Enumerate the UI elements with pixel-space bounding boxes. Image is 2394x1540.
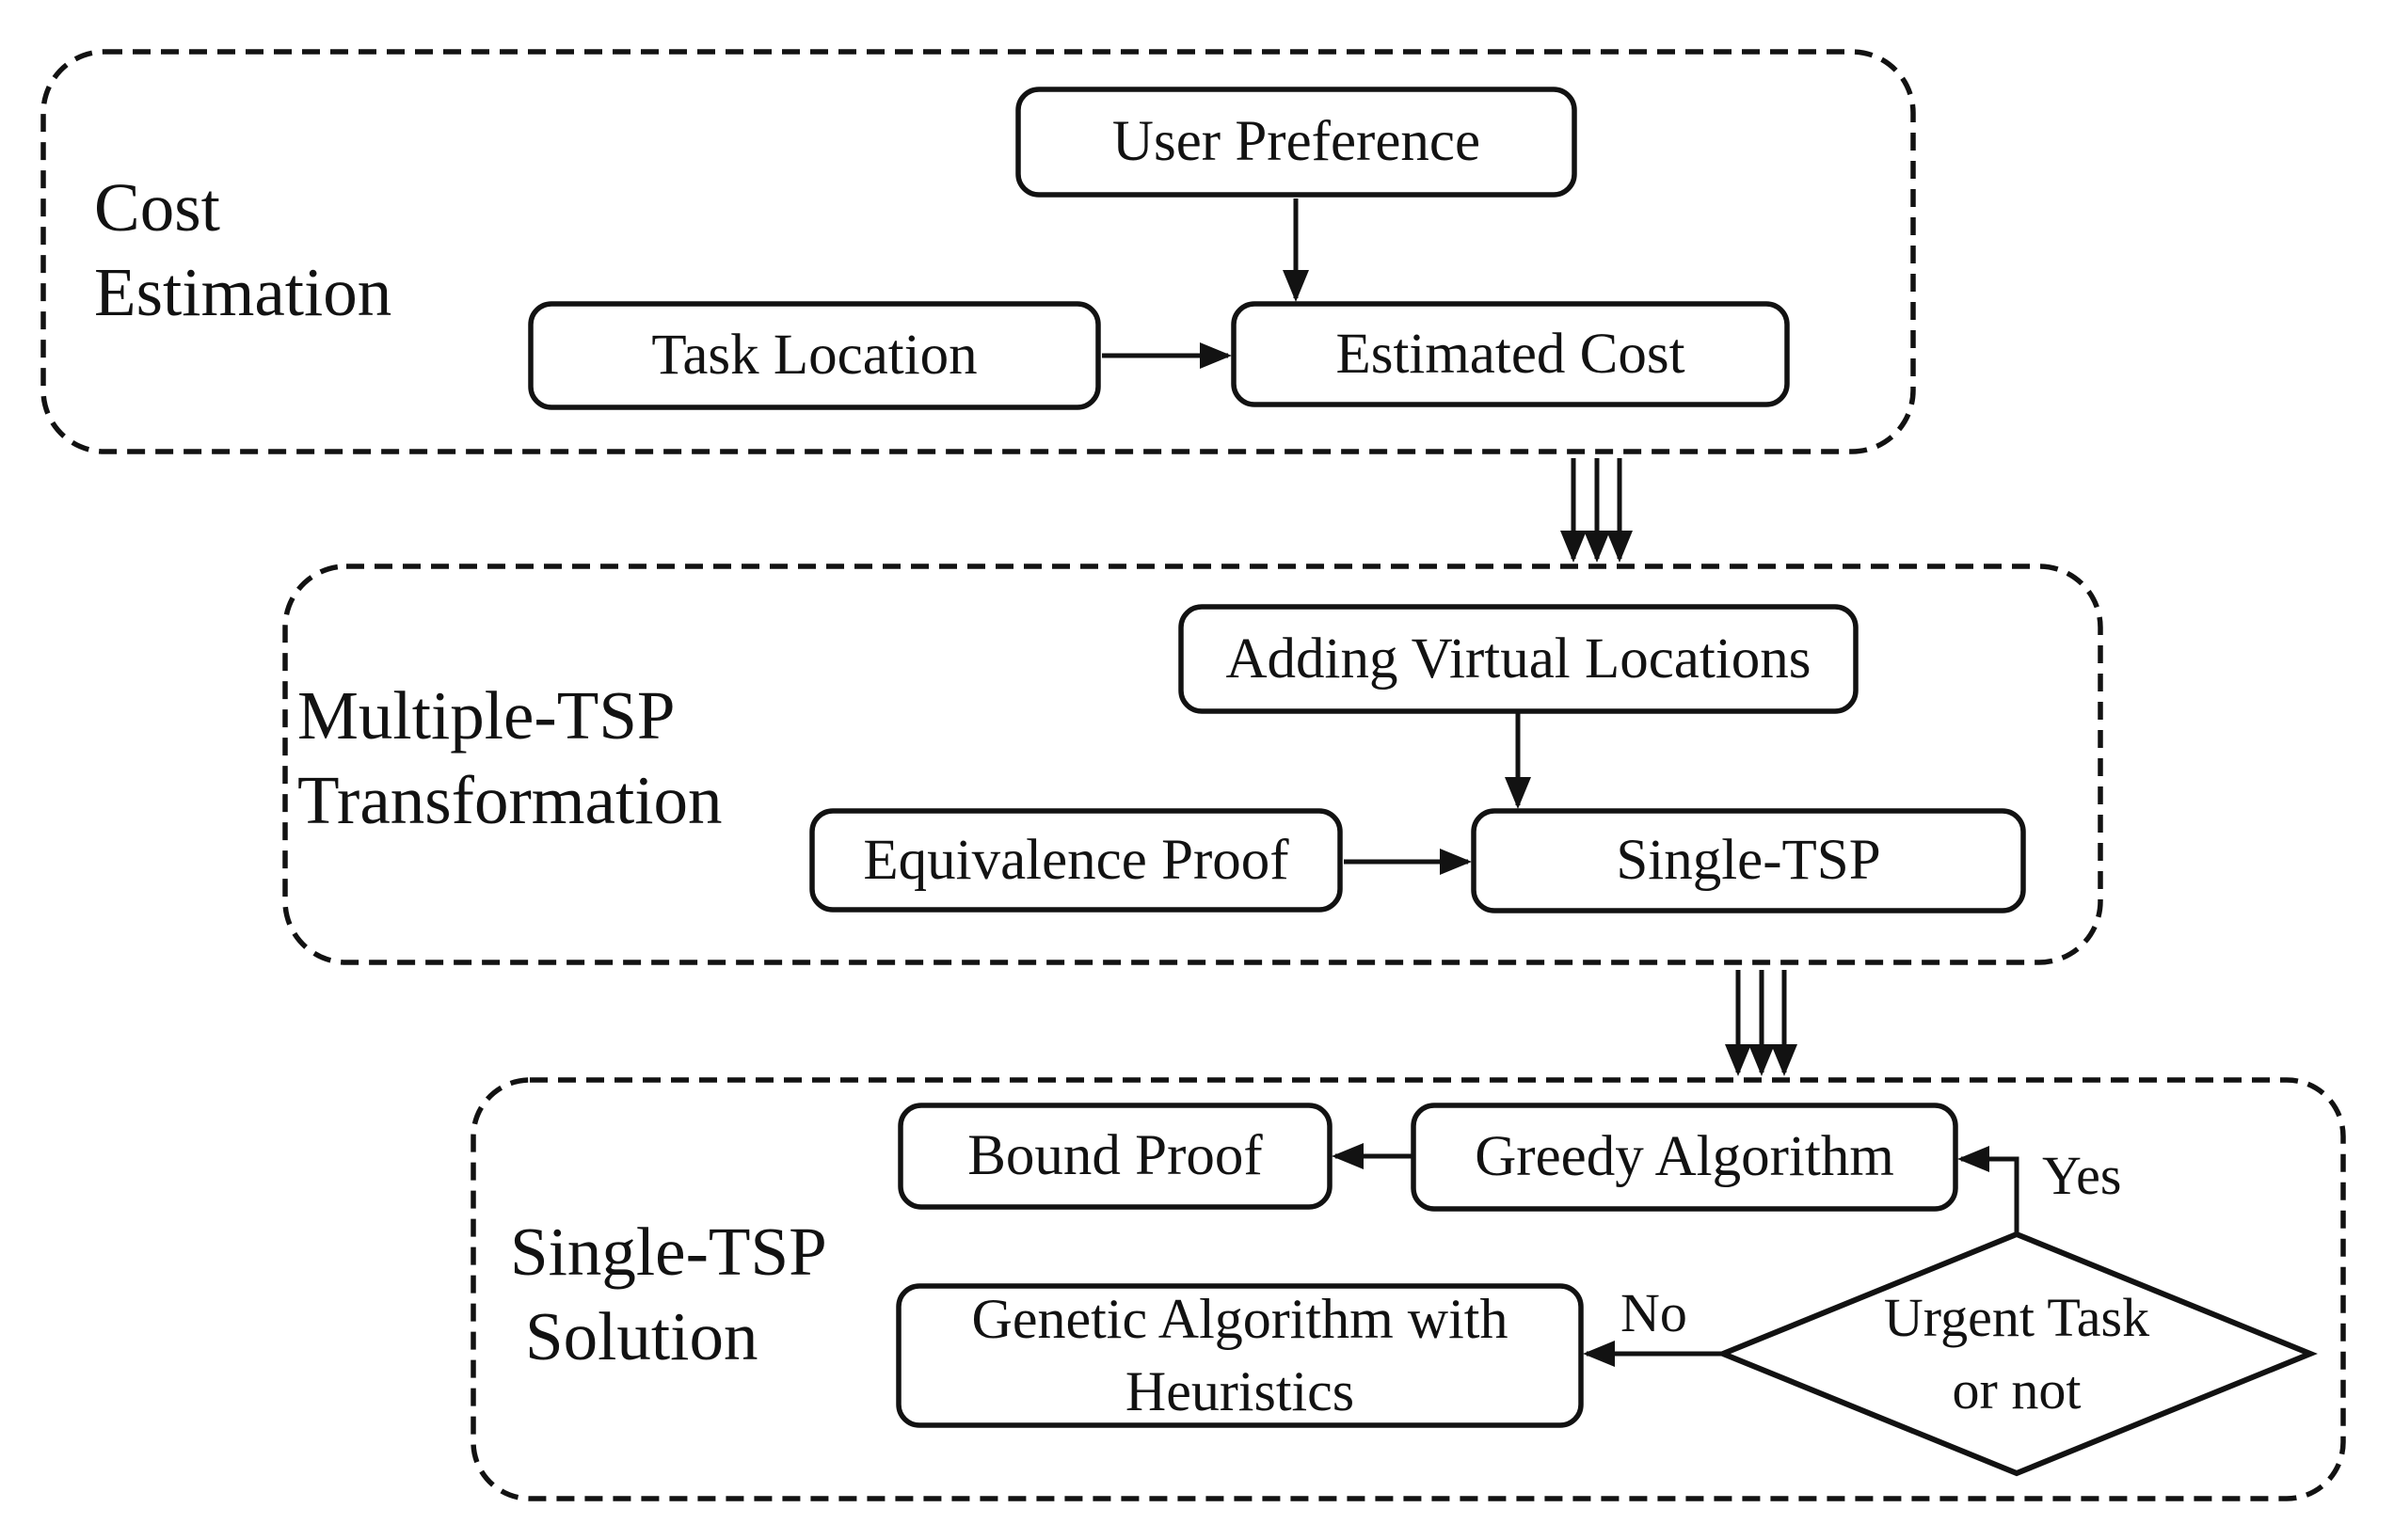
edge-label-no: No [1620, 1282, 1687, 1343]
section-label-single-tsp-solution: Single-TSP Solution [510, 1210, 827, 1379]
section-label-multiple-tsp: Multiple-TSP Transformation [297, 674, 723, 843]
node-label-greedy-algorithm: Greedy Algorithm [1475, 1125, 1894, 1189]
edge-label-yes: Yes [2042, 1145, 2122, 1206]
decision-label-urgent-task-line1: Urgent Task [1883, 1287, 2150, 1348]
node-label-estimated-cost: Estimated Cost [1335, 322, 1685, 386]
section-label-multiple-tsp-line2: Transformation [297, 762, 723, 838]
decision-urgent-task-diamond [1716, 1230, 2318, 1477]
node-label-genetic-algorithm-line1: Genetic Algorithm with [971, 1288, 1508, 1350]
decision-label-urgent-task: Urgent Task or not [1723, 1234, 2310, 1473]
section-label-cost-estimation-line1: Cost [94, 169, 220, 246]
node-greedy-algorithm-box [1411, 1103, 1958, 1212]
decision-label-urgent-task-line2: or not [1952, 1359, 2082, 1421]
section-label-cost-estimation-line2: Estimation [94, 254, 392, 330]
node-genetic-algorithm-box [896, 1283, 1584, 1428]
node-label-adding-virtual-locations: Adding Virtual Locations [1225, 627, 1811, 691]
section-label-single-tsp-solution-line2: Solution [525, 1298, 758, 1374]
node-label-user-preference: User Preference [1111, 110, 1481, 174]
node-single-tsp-box [1471, 808, 2026, 913]
node-label-bound-proof: Bound Proof [967, 1124, 1263, 1188]
arrow-yes-diamond-to-greedy [1957, 1146, 2019, 1236]
node-bound-proof-box [898, 1103, 1333, 1210]
node-user-preference-box [1015, 87, 1577, 198]
node-label-equivalence-proof: Equivalence Proof [863, 828, 1289, 892]
section-single-tsp-border [471, 1077, 2346, 1501]
node-label-genetic-algorithm-line2: Heuristics [1125, 1360, 1355, 1422]
section-multiple-tsp-border [282, 564, 2103, 965]
node-label-single-tsp: Single-TSP [1616, 829, 1881, 893]
section-label-multiple-tsp-line1: Multiple-TSP [297, 677, 676, 754]
section-label-cost-estimation: Cost Estimation [94, 166, 391, 335]
node-equivalence-proof-box [809, 808, 1343, 913]
node-task-location-box [528, 301, 1101, 410]
section-cost-estimation-border [40, 49, 1916, 454]
section-label-single-tsp-solution-line1: Single-TSP [510, 1214, 827, 1290]
node-estimated-cost-box [1231, 301, 1790, 407]
node-adding-virtual-locations-box [1178, 604, 1859, 714]
node-label-genetic-algorithm: Genetic Algorithm with Heuristics [899, 1286, 1581, 1425]
node-label-task-location: Task Location [651, 324, 978, 388]
